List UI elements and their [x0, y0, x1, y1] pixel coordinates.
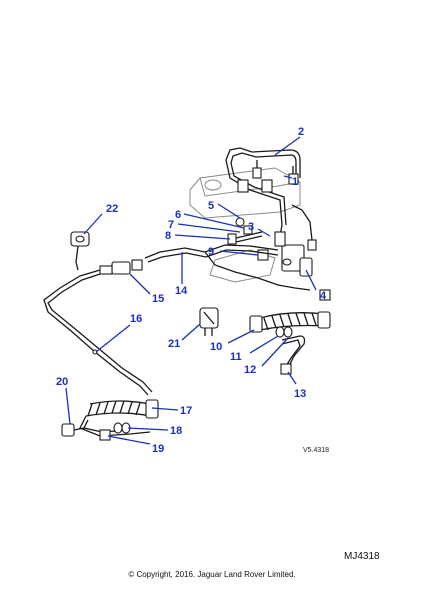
callout-8: 8 [165, 230, 231, 242]
callout-12: 12 [244, 337, 289, 376]
callout-7: 7 [168, 219, 241, 233]
svg-text:18: 18 [170, 425, 182, 437]
master-cylinder-outlet [237, 179, 273, 193]
callout-4: 4 [305, 269, 327, 302]
svg-text:22: 22 [106, 203, 118, 215]
image-code: MJ4318 [344, 551, 380, 562]
callout-21: 21 [168, 323, 201, 350]
svg-text:8: 8 [165, 230, 171, 242]
svg-text:11: 11 [230, 351, 242, 363]
hose-10 [249, 312, 326, 333]
svg-text:14: 14 [175, 285, 188, 297]
pressure-valve [274, 231, 305, 272]
svg-text:17: 17 [180, 405, 192, 417]
callout-5: 5 [208, 200, 241, 219]
svg-text:13: 13 [294, 388, 306, 400]
pipe-2-union-right [288, 166, 299, 185]
svg-text:20: 20 [56, 376, 68, 388]
callout-2: 2 [274, 126, 304, 156]
fitting-20 [61, 423, 85, 437]
svg-text:15: 15 [152, 293, 164, 305]
union-15 [99, 259, 143, 275]
callout-22: 22 [83, 203, 118, 235]
svg-text:12: 12 [244, 364, 256, 376]
svg-text:19: 19 [152, 443, 164, 455]
svg-text:21: 21 [168, 338, 180, 350]
callout-10: 10 [210, 329, 255, 353]
callout-11: 11 [230, 335, 279, 363]
svg-text:10: 10 [210, 341, 222, 353]
svg-text:1: 1 [292, 176, 298, 188]
svg-text:5: 5 [208, 200, 214, 212]
nut-19 [99, 429, 111, 441]
valve-nut [243, 225, 253, 235]
callout-3: 3 [248, 221, 271, 237]
callout-6: 6 [175, 209, 245, 229]
callout-14: 14 [175, 252, 188, 297]
callout-1: 1 [283, 175, 298, 188]
union-9 [257, 249, 269, 261]
callout-15: 15 [129, 273, 164, 305]
copyright-notice: © Copyright, 2016. Jaguar Land Rover Lim… [128, 570, 296, 579]
svg-text:7: 7 [168, 219, 174, 231]
washer-11 [275, 326, 293, 338]
hose-10-fitting [317, 289, 331, 329]
callout-18: 18 [127, 425, 182, 437]
valve-bolt [227, 231, 263, 245]
pipe-14 [144, 244, 311, 291]
callout-19: 19 [107, 435, 164, 455]
union-4 [291, 204, 317, 277]
svg-text:4: 4 [320, 290, 327, 302]
svg-text:2: 2 [298, 126, 304, 138]
clip-21 [199, 307, 219, 336]
svg-text:6: 6 [175, 209, 181, 221]
callout-20: 20 [56, 376, 71, 425]
washer-18 [113, 422, 131, 434]
diagram-reference: V5.4318 [303, 447, 329, 454]
svg-text:9: 9 [208, 246, 214, 258]
valve-washer [235, 217, 245, 227]
pipe-13 [280, 335, 306, 375]
bracket-22 [70, 231, 90, 271]
callout-17: 17 [151, 405, 192, 417]
callout-9: 9 [208, 246, 259, 258]
callout-16: 16 [95, 313, 142, 353]
hose-17 [85, 399, 159, 419]
svg-text:16: 16 [130, 313, 142, 325]
callout-13: 13 [287, 371, 306, 400]
pipe-2-union-left [252, 160, 262, 179]
svg-text:3: 3 [248, 221, 254, 233]
pipe-2 [225, 147, 301, 237]
